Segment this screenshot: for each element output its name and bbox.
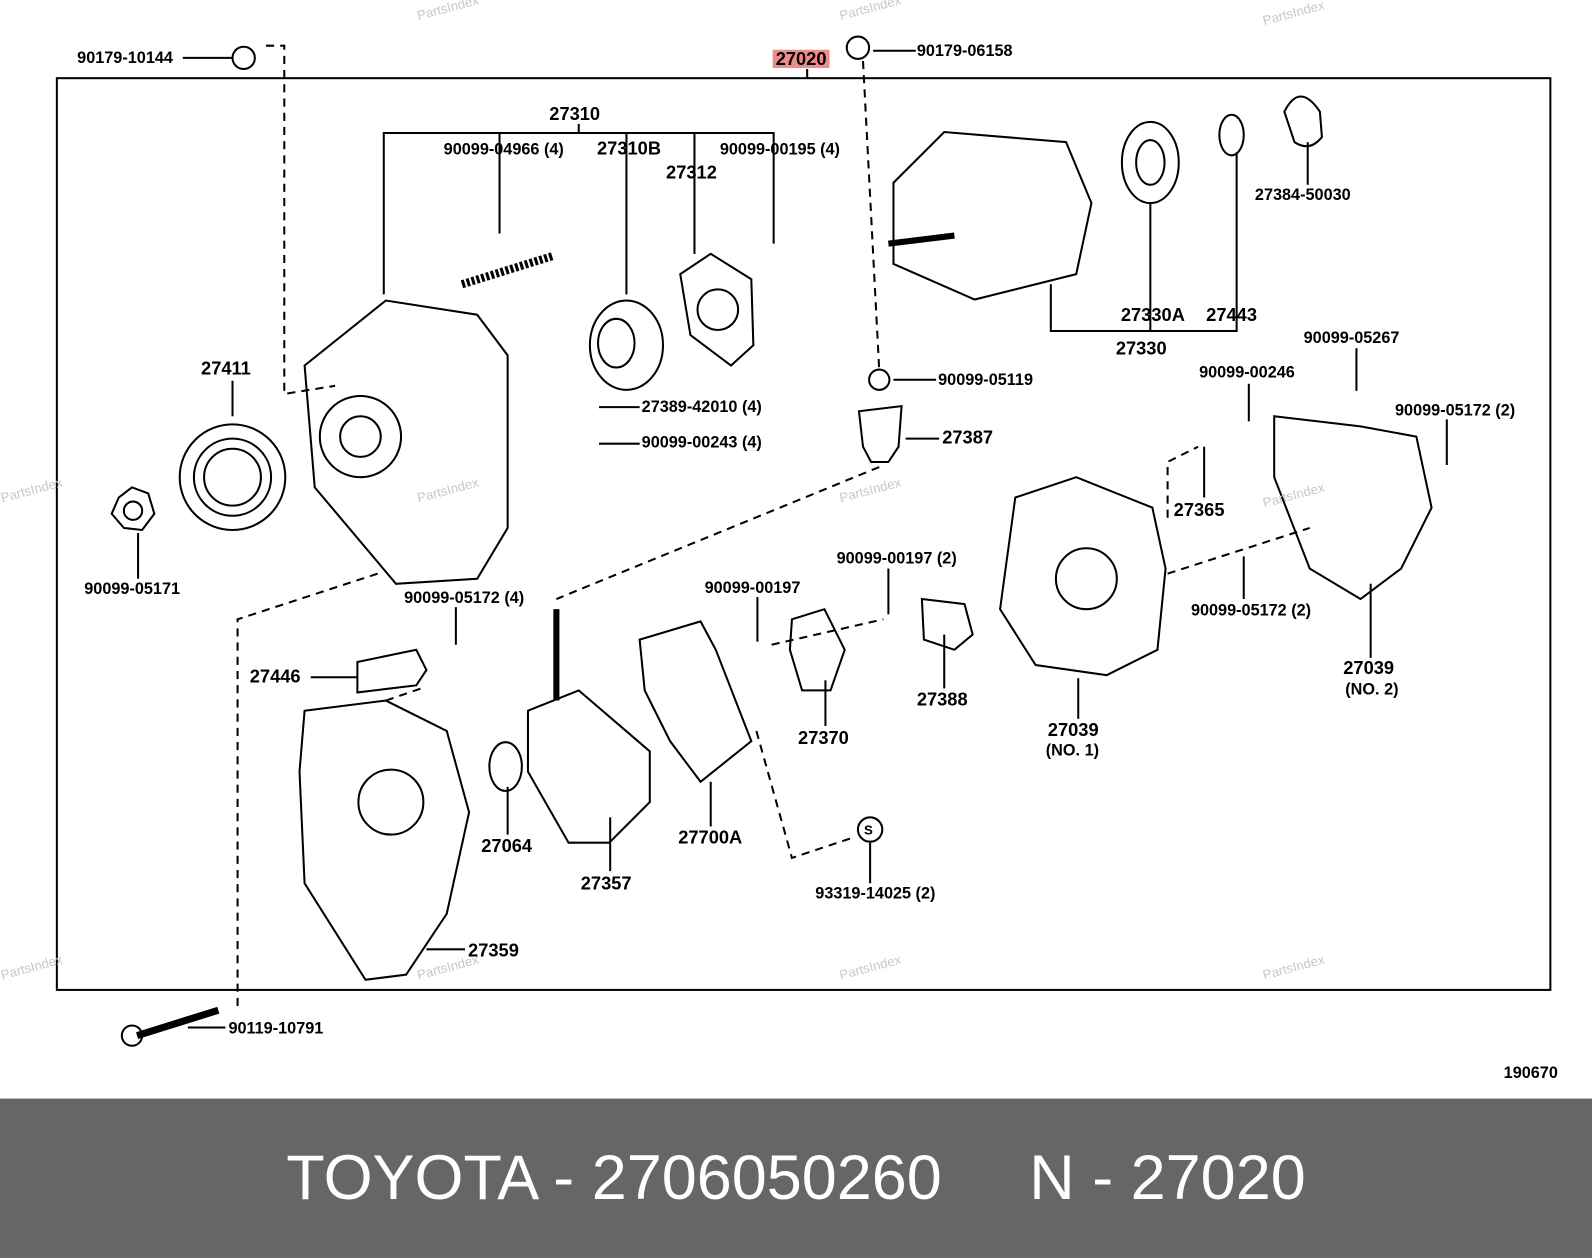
part-label[interactable]: 93319-14025 (2) (815, 885, 936, 903)
part-label-note: (NO. 1) (1045, 742, 1100, 760)
supplied-symbol: S (864, 822, 873, 838)
part-label[interactable]: 27064 (481, 835, 533, 856)
part-label[interactable]: 90099-05267 (1303, 329, 1400, 348)
part-label[interactable]: 90099-05172 (2) (1190, 602, 1312, 620)
footer-banner: TOYOTA - 2706050260 N - 27020 (0, 1098, 1592, 1258)
part-label[interactable]: 27310B (596, 138, 662, 159)
part-label-note: (NO. 2) (1345, 681, 1399, 699)
part-label[interactable]: 27310 (549, 103, 601, 124)
part-label[interactable]: 27388 (916, 689, 968, 710)
part-label[interactable]: 90099-00197 (2) (836, 550, 957, 568)
part-label[interactable]: 27700A (678, 827, 743, 848)
part-label[interactable]: 90099-00197 (704, 579, 801, 597)
part-label[interactable]: 27370 (798, 727, 849, 749)
part-label[interactable]: 27446 (249, 666, 301, 687)
part-label[interactable]: 90179-06158 (916, 42, 1013, 60)
part-label[interactable]: 27330 (1115, 338, 1167, 359)
part-label[interactable]: 90119-10791 (228, 1020, 324, 1038)
part-label[interactable]: 90099-00243 (4) (641, 434, 762, 452)
part-label-highlighted[interactable]: 27020 (772, 49, 830, 68)
part-label[interactable]: 27389-42010 (4) (641, 399, 762, 417)
part-label[interactable]: 27357 (580, 873, 632, 894)
part-label[interactable]: 27330A (1120, 304, 1185, 325)
part-label[interactable]: 90099-05119 (938, 371, 1034, 389)
part-label[interactable]: 90099-05171 (84, 580, 181, 599)
part-label[interactable]: 27359 (468, 940, 519, 961)
part-label[interactable]: 90099-00246 (1199, 364, 1295, 382)
part-label[interactable]: 90099-05172 (2) (1395, 402, 1516, 420)
part-label[interactable]: 90179-10144 (77, 49, 173, 68)
part-label[interactable]: 27411 (201, 358, 251, 379)
part-label[interactable]: 27384-50030 (1254, 186, 1351, 205)
diagram-code: 190670 (1503, 1065, 1558, 1083)
part-label[interactable]: 27365 (1173, 499, 1225, 520)
part-label[interactable]: 90099-05172 (4) (404, 589, 525, 608)
assembly-frame (55, 77, 1552, 991)
part-label[interactable]: 27387 (942, 427, 994, 448)
part-label[interactable]: 90099-04966 (4) (443, 141, 564, 159)
part-label[interactable]: 27039 (1047, 719, 1099, 741)
part-label[interactable]: 27312 (666, 162, 717, 183)
footer-part-number: TOYOTA - 2706050260 N - 27020 (286, 1143, 1306, 1214)
part-label[interactable]: 27443 (1206, 304, 1258, 325)
diagram-lines (55, 35, 1552, 1047)
part-label[interactable]: 27039 (1343, 657, 1395, 679)
part-label[interactable]: 90099-00195 (4) (719, 141, 840, 159)
